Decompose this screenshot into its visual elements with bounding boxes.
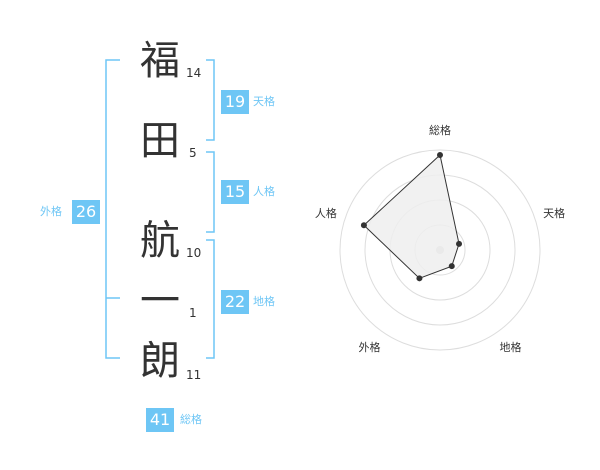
name-char-2: 田 xyxy=(140,118,180,164)
chikaku-label: 地格 xyxy=(253,295,275,308)
radar-point-2 xyxy=(456,240,463,247)
stroke-count-1: 14 xyxy=(186,66,202,80)
stroke-count-4: 1 xyxy=(189,306,197,320)
chikaku-bracket xyxy=(206,239,215,359)
radar-point-4 xyxy=(416,275,423,282)
radar-point-1 xyxy=(437,152,443,158)
radar-ring-4 xyxy=(339,149,541,351)
gaikaku-bracket xyxy=(105,59,120,359)
radar-axis-label-3: 地格 xyxy=(500,340,522,354)
stroke-count-2: 5 xyxy=(189,146,197,160)
stroke-count-5: 11 xyxy=(186,368,202,382)
name-char-1: 福 xyxy=(140,38,180,84)
jinkaku-bracket xyxy=(206,151,215,233)
gaikaku-value: 26 xyxy=(72,200,100,224)
stroke-count-3: 10 xyxy=(186,246,202,260)
tenkaku-label: 天格 xyxy=(253,95,275,108)
radar-axis-label-1: 総格 xyxy=(429,123,451,137)
radar-axis-label-2: 天格 xyxy=(543,206,565,220)
name-char-4: 一 xyxy=(140,278,180,324)
radar-point-3 xyxy=(448,263,455,270)
gaikaku-label: 外格 xyxy=(40,205,62,218)
soukaku-value: 41 xyxy=(146,408,174,432)
soukaku-label: 総格 xyxy=(180,413,202,426)
jinkaku-label: 人格 xyxy=(253,185,275,198)
name-char-3: 航 xyxy=(140,218,180,264)
chikaku-value: 22 xyxy=(221,290,249,314)
radar-axis-label-5: 人格 xyxy=(315,206,337,220)
radar-polygon xyxy=(363,154,460,279)
name-char-5: 朗 xyxy=(140,338,180,384)
radar-axis-label-4: 外格 xyxy=(358,340,380,354)
tenkaku-bracket xyxy=(206,59,215,141)
tenkaku-value: 19 xyxy=(221,90,249,114)
jinkaku-value: 15 xyxy=(221,180,249,204)
radar-point-5 xyxy=(360,222,367,229)
